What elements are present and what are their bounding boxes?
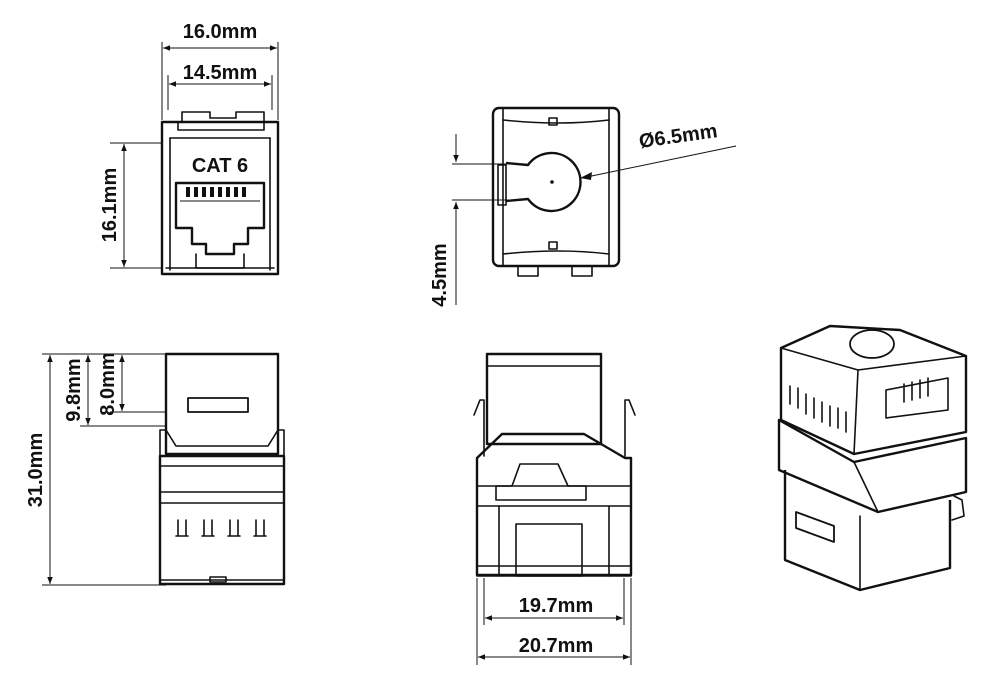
diameter-label: Ø6.5mm: [638, 120, 719, 153]
back-lower-body: [475, 432, 633, 577]
side-body: [491, 106, 621, 268]
iso-collar: [777, 418, 968, 514]
back-upper-body: [485, 352, 603, 446]
iso-top-section: [779, 324, 968, 456]
isometric-view: [777, 324, 968, 592]
back-view: 19.7mm 20.7mm: [473, 352, 636, 665]
iso-latch-window: [795, 511, 835, 543]
opening-label: 4.5mm: [429, 243, 451, 306]
front-height-label: 16.1mm: [99, 168, 121, 243]
front-width-inner-label: 14.5mm: [183, 62, 258, 84]
side-view: Ø6.5mm 4.5mm: [429, 106, 737, 307]
front-view: 16.0mm 14.5mm 16.1mm CAT 6: [99, 21, 280, 276]
back-width-inner-label: 19.7mm: [519, 595, 594, 617]
cable-clip: [505, 151, 582, 213]
length-label: 31.0mm: [25, 433, 47, 508]
latch-window: [187, 397, 249, 413]
back-width-outer-label: 20.7mm: [519, 635, 594, 657]
window-inner-label: 8.0mm: [97, 352, 119, 415]
rj45-port: [174, 181, 266, 256]
front-width-outer-label: 16.0mm: [183, 21, 258, 43]
top-upper-body: [164, 352, 280, 456]
front-body: [160, 120, 280, 276]
top-view: 31.0mm 9.8mm 8.0mm: [25, 352, 286, 586]
cat6-label: CAT 6: [192, 155, 248, 177]
window-outer-label: 9.8mm: [63, 358, 85, 421]
